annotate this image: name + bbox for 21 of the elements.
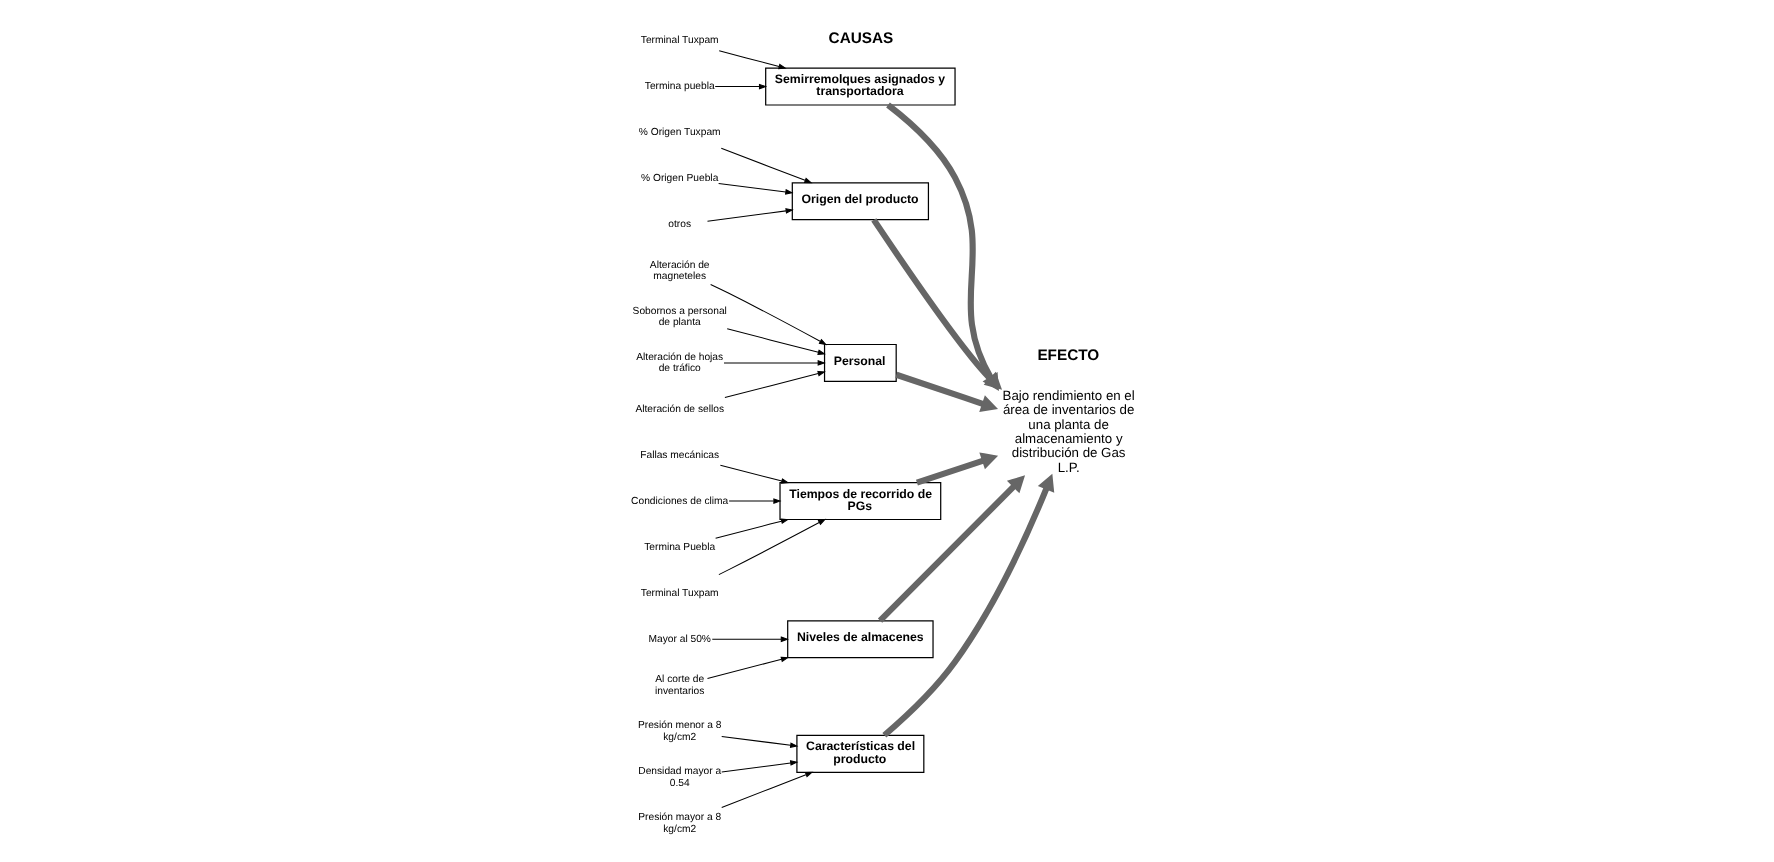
arrow [723,369,825,398]
arrow [713,82,767,89]
arrow [876,474,1025,622]
arrow [881,472,1054,737]
arrow [727,497,781,503]
arrow [717,517,826,575]
arrow [720,735,798,747]
arrow [725,327,825,354]
arrow [720,759,798,772]
arrow [705,207,793,221]
arrow [914,451,998,485]
arrow [719,146,812,183]
arrow [718,463,789,483]
arrow [705,655,789,678]
arrow [720,770,813,808]
arrow [717,181,793,194]
arrow [717,49,786,69]
arrow [710,635,788,642]
arrow [714,517,789,538]
arrow [709,283,827,345]
arrow [722,359,825,365]
